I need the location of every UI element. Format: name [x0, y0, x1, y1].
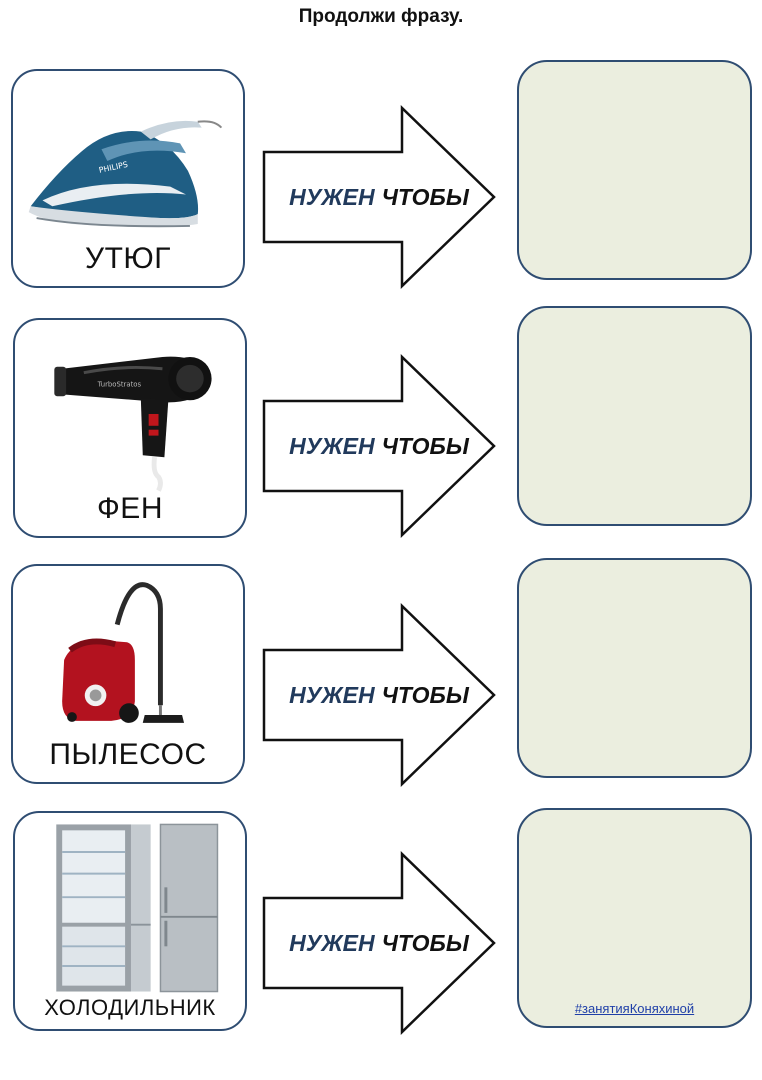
- page-title: Продолжи фразу.: [298, 6, 464, 27]
- card-refrigerator: ХОЛОДИЛЬНИК: [13, 811, 247, 1031]
- refrigerator-icon: [15, 817, 245, 997]
- phrase-word-so-that: ЧТОБЫ: [381, 681, 469, 708]
- arrow-2: НУЖЕН ЧТОБЫ: [262, 354, 496, 538]
- phrase-word-needed: НУЖЕН: [289, 681, 375, 708]
- arrow-4: НУЖЕН ЧТОБЫ: [262, 851, 496, 1035]
- answer-box-1[interactable]: [517, 60, 752, 280]
- phrase-word-needed: НУЖЕН: [289, 929, 375, 956]
- arrow-3: НУЖЕН ЧТОБЫ: [262, 603, 496, 787]
- phrase-word-so-that: ЧТОБЫ: [381, 929, 469, 956]
- phrase-word-needed: НУЖЕН: [289, 183, 375, 210]
- item-label-refrigerator: ХОЛОДИЛЬНИК: [44, 995, 216, 1020]
- answer-box-4[interactable]: #занятияКоняхиной: [517, 808, 752, 1028]
- hair-dryer-icon: TurboStratos: [15, 328, 245, 498]
- vacuum-cleaner-icon: [13, 574, 243, 744]
- item-label-hair-dryer: ФЕН: [97, 492, 163, 525]
- phrase-word-needed: НУЖЕН: [289, 432, 375, 459]
- answer-box-2[interactable]: [517, 306, 752, 526]
- card-vacuum-cleaner: ПЫЛЕСОС: [11, 564, 245, 784]
- hashtag-link[interactable]: #занятияКоняхиной: [574, 1001, 695, 1016]
- arrow-1: НУЖЕН ЧТОБЫ: [262, 105, 496, 289]
- answer-box-3[interactable]: [517, 558, 752, 778]
- card-iron: PHILIPS УТЮГ: [11, 69, 245, 288]
- phrase-word-so-that: ЧТОБЫ: [381, 432, 469, 459]
- item-label-vacuum-cleaner: ПЫЛЕСОС: [49, 738, 207, 771]
- svg-text:TurboStratos: TurboStratos: [97, 380, 142, 388]
- iron-icon: PHILIPS: [13, 79, 243, 249]
- phrase-word-so-that: ЧТОБЫ: [381, 183, 469, 210]
- item-label-iron: УТЮГ: [85, 242, 171, 275]
- card-hair-dryer: TurboStratos ФЕН: [13, 318, 247, 538]
